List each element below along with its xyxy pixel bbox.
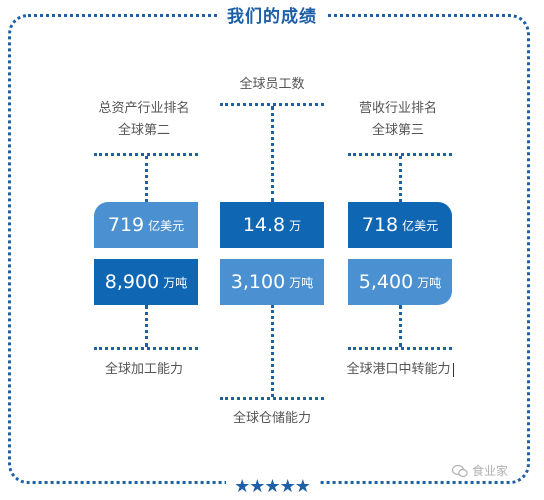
wechat-icon — [452, 464, 468, 477]
middle-bottom-connector — [271, 305, 274, 397]
middle-box-storage-value: 3,100 — [230, 271, 286, 293]
middle-box-employees-value: 14.8 — [242, 214, 286, 236]
revenue-rank: 全球第三 — [371, 123, 424, 138]
port-capacity-label: 全球港口中转能力 — [346, 362, 451, 377]
left-top-dotted-line — [94, 153, 198, 156]
right-box-port-unit: 万吨 — [417, 275, 442, 290]
middle-box-employees: 14.8 万 — [220, 202, 324, 248]
left-box-assets-unit: 亿美元 — [148, 218, 185, 233]
left-bottom-connector — [145, 305, 148, 347]
middle-bottom-label: 全球仓储能力 — [232, 411, 311, 426]
right-top-label: 营收行业排名 全球第三 — [338, 98, 458, 142]
middle-bottom-dotted-line — [220, 397, 324, 400]
left-bottom-dotted-line — [94, 347, 198, 350]
middle-top-dotted-line — [220, 103, 324, 106]
right-box-revenue-value: 718 — [361, 214, 399, 236]
left-box-processing: 8,900 万吨 — [94, 259, 198, 305]
right-bottom-label: 全球港口中转能力 — [338, 359, 462, 381]
revenue-label: 营收行业排名 — [358, 101, 437, 116]
left-box-assets: 719 亿美元 — [94, 202, 198, 248]
middle-box-storage-unit: 万吨 — [289, 275, 314, 290]
watermark-text: 食业家 — [472, 464, 509, 478]
right-top-dotted-line — [348, 153, 452, 156]
middle-box-employees-unit: 万 — [289, 218, 302, 233]
text-cursor — [452, 362, 454, 377]
right-box-port-value: 5,400 — [358, 271, 414, 293]
left-box-processing-value: 8,900 — [104, 271, 160, 293]
right-top-connector — [399, 156, 402, 202]
page-title: 我们的成绩 — [217, 2, 327, 27]
left-bottom-label: 全球加工能力 — [104, 362, 183, 377]
rating-stars: ★★★★★ — [226, 476, 318, 498]
left-box-assets-value: 719 — [107, 214, 145, 236]
total-assets-rank: 全球第二 — [117, 123, 170, 138]
title-bar: 我们的成绩 — [0, 2, 544, 27]
right-box-revenue-unit: 亿美元 — [402, 218, 439, 233]
middle-box-storage: 3,100 万吨 — [220, 259, 324, 305]
left-box-processing-unit: 万吨 — [163, 275, 188, 290]
watermark: 食业家 — [452, 462, 508, 479]
total-assets-label: 总资产行业排名 — [98, 101, 190, 116]
right-bottom-connector — [399, 305, 402, 347]
right-box-port: 5,400 万吨 — [348, 259, 452, 305]
left-top-label: 总资产行业排名 全球第二 — [84, 98, 204, 142]
middle-top-label: 全球员工数 — [239, 77, 305, 92]
left-top-connector — [145, 156, 148, 202]
right-bottom-dotted-line — [348, 347, 452, 350]
right-box-revenue: 718 亿美元 — [348, 202, 452, 248]
middle-top-connector — [271, 106, 274, 202]
